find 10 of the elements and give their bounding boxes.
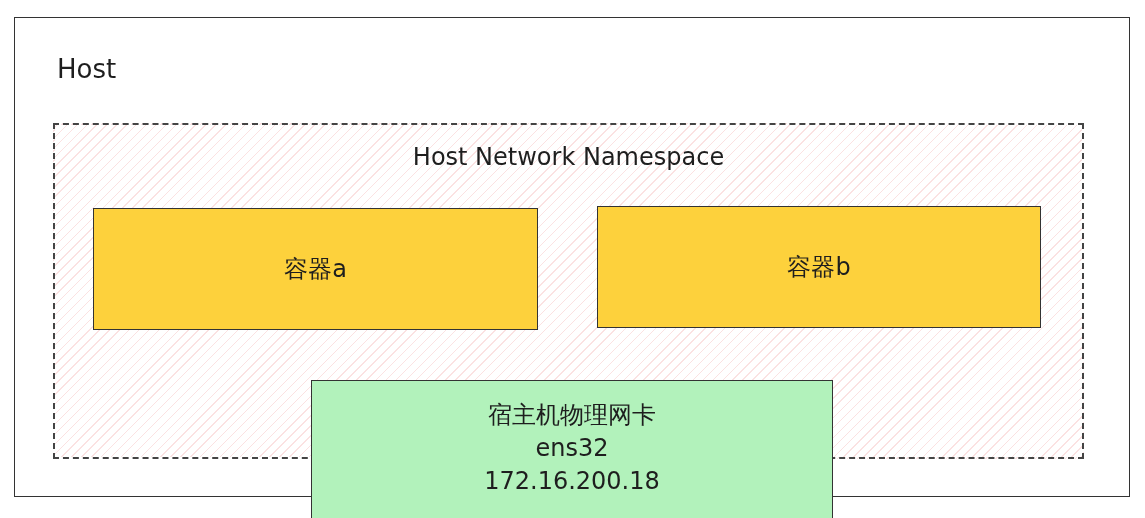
network-card-label: 172.16.200.18 [484,466,660,496]
container-box [597,206,1041,328]
container-label: 容器a [284,254,347,284]
network-card-box [311,380,833,518]
container-label: 容器b [787,252,851,282]
network-card-label: 宿主机物理网卡 [488,401,656,430]
namespace-title: Host Network Namespace [412,143,725,172]
network-card-label: ens32 [535,433,609,463]
container-box [93,208,538,330]
host-label: Host [57,54,117,86]
